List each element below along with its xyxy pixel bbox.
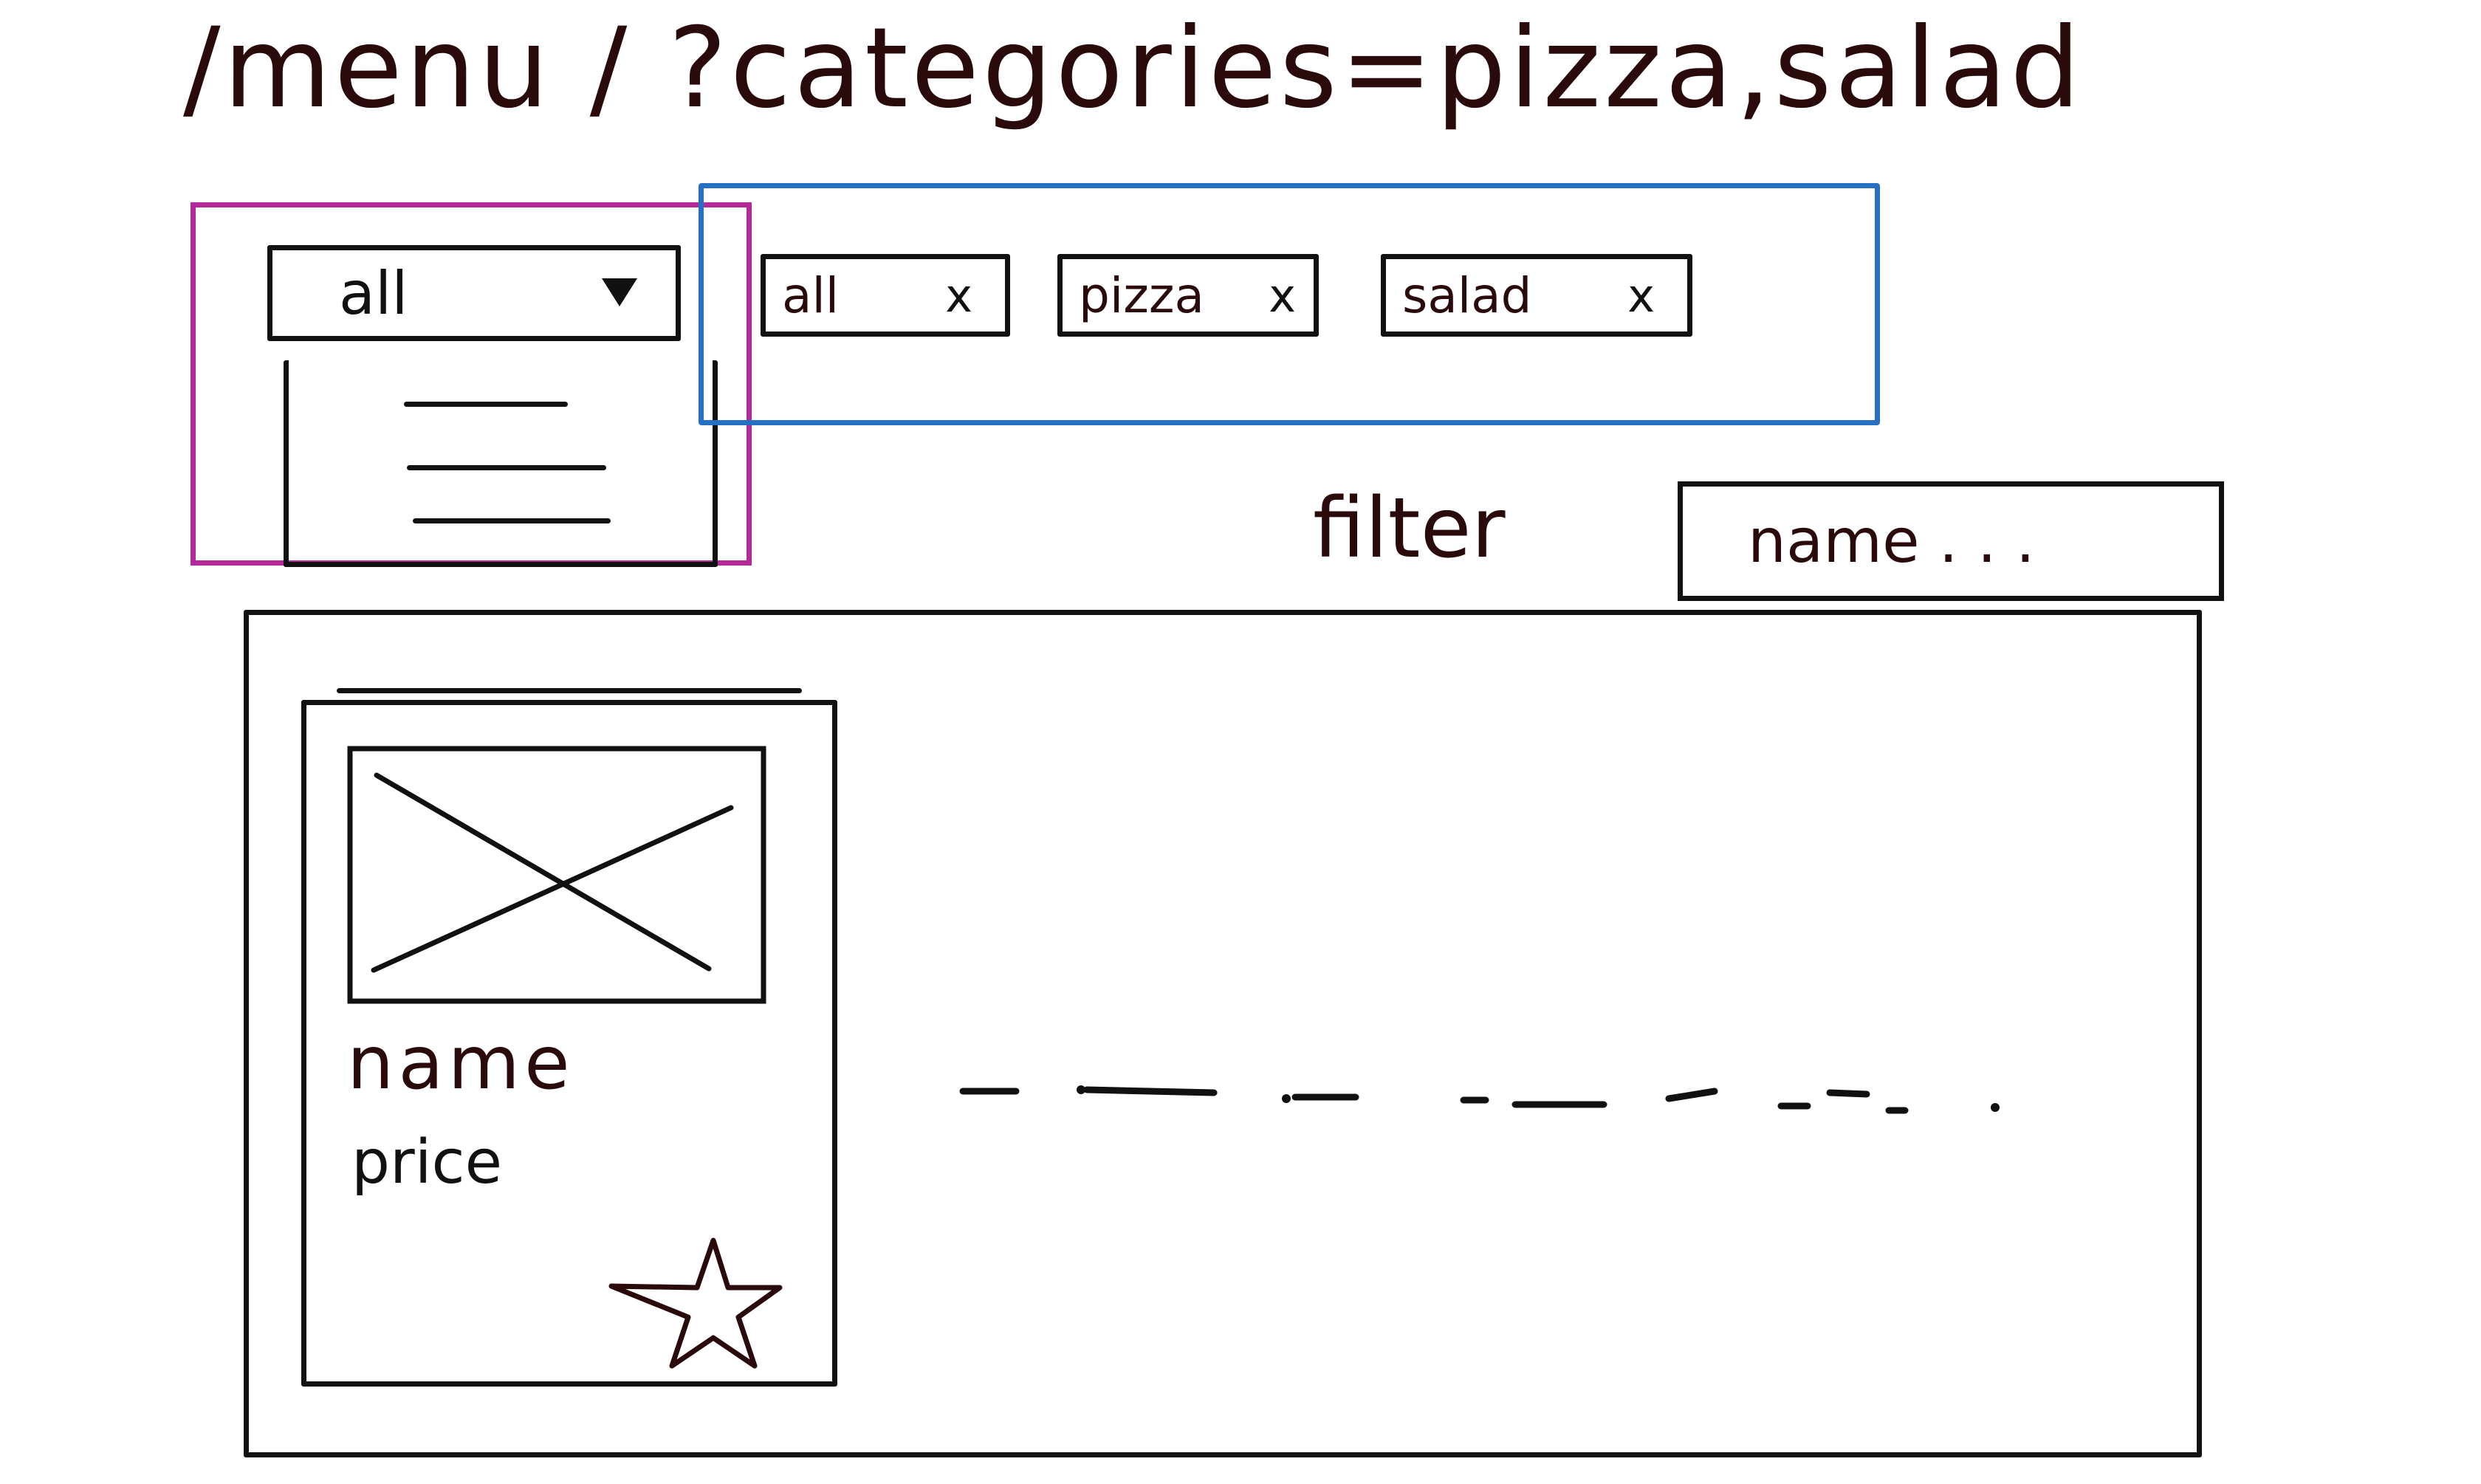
category-chip-all: all x (761, 254, 1010, 337)
chip-label: salad (1402, 267, 1532, 324)
category-chip-pizza: pizza x (1057, 254, 1319, 337)
more-items-indicator (959, 1085, 2000, 1114)
url-path: /menu / ?categories=pizza,salad (183, 4, 2084, 133)
category-dropdown[interactable]: all (267, 245, 681, 341)
dropdown-option[interactable] (404, 402, 568, 407)
selected-categories-annotation-frame (699, 183, 1880, 425)
results-panel (244, 610, 2202, 1457)
chevron-down-icon[interactable] (602, 278, 637, 306)
remove-chip-icon[interactable]: x (1269, 268, 1296, 323)
category-dropdown-value: all (339, 258, 408, 328)
chip-label: all (782, 267, 840, 324)
category-dropdown-options (284, 360, 718, 567)
remove-chip-icon[interactable]: x (1627, 268, 1655, 323)
menu-item-price: price (351, 1127, 503, 1198)
star-icon[interactable] (608, 1234, 793, 1382)
remove-chip-icon[interactable]: x (945, 268, 972, 323)
image-placeholder-icon (347, 746, 766, 1004)
dropdown-option[interactable] (407, 465, 606, 470)
dropdown-option[interactable] (413, 518, 611, 523)
chip-label: pizza (1079, 267, 1204, 324)
filter-label: filter (1313, 481, 1506, 577)
category-chip-salad: salad x (1381, 254, 1692, 337)
menu-item-card[interactable] (301, 700, 837, 1387)
menu-item-name: name (347, 1020, 574, 1106)
card-top-edge (337, 688, 802, 693)
filter-name-input[interactable] (1678, 481, 2224, 601)
